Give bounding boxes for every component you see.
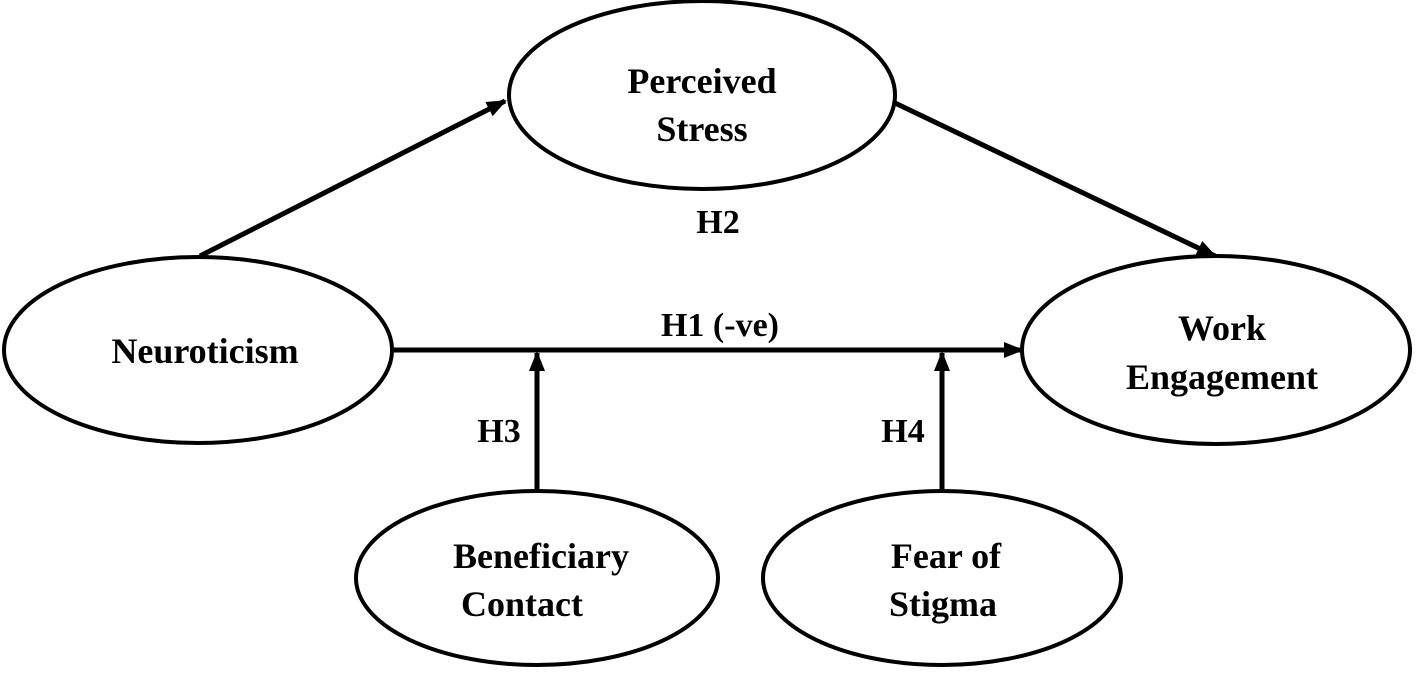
h3-label: H3: [477, 413, 520, 450]
beneficiary-contact-label-line2: Contact: [461, 584, 583, 624]
node-perceived-stress: Perceived Stress: [507, 0, 897, 191]
edge-neuroticism-to-perceived-stress: [198, 98, 507, 259]
edge-perceived-stress-to-work-engagement: [893, 100, 1217, 259]
node-fear-of-stigma: Fear of Stigma: [761, 489, 1123, 667]
work-engagement-label-line1: Work: [1178, 308, 1266, 348]
perceived-stress-label-line2: Stress: [656, 109, 747, 149]
h4-label: H4: [881, 413, 924, 450]
fear-of-stigma-label-line2: Stigma: [889, 584, 997, 624]
fear-of-stigma-label-line1: Fear of: [891, 536, 1002, 576]
node-neuroticism: Neuroticism: [2, 255, 394, 445]
neuroticism-label: Neuroticism: [111, 331, 298, 371]
beneficiary-contact-label-line1: Beneficiary: [453, 536, 629, 576]
h2-label: H2: [696, 204, 739, 241]
node-work-engagement: Work Engagement: [1020, 254, 1412, 446]
work-engagement-label-line2: Engagement: [1126, 357, 1318, 397]
h1-label: H1 (-ve): [661, 307, 779, 344]
perceived-stress-label-line1: Perceived: [627, 61, 776, 101]
node-beneficiary-contact: Beneficiary Contact: [354, 489, 720, 667]
